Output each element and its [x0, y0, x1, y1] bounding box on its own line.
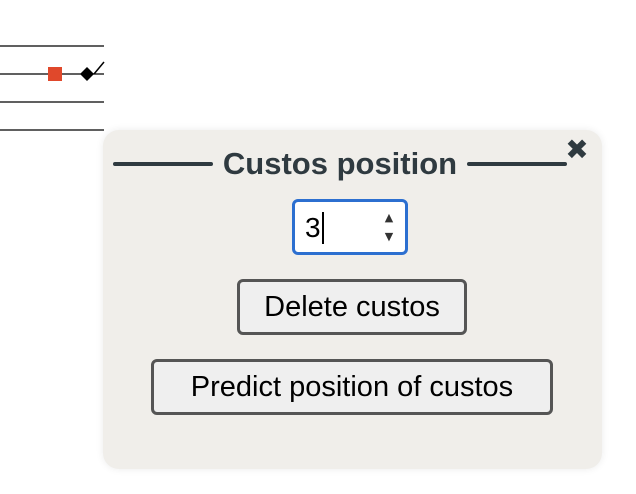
delete-custos-button[interactable]: Delete custos — [237, 279, 467, 335]
custos-panel: Custos position ✖ 3 ▲ ▼ Delete custos Pr… — [103, 130, 602, 469]
panel-title-row: Custos position — [113, 144, 567, 184]
custos-stem — [93, 61, 105, 75]
close-icon[interactable]: ✖ — [565, 133, 589, 166]
custos-position-value[interactable]: 3 — [305, 212, 324, 244]
panel-title: Custos position — [222, 146, 458, 181]
stepper-up-icon[interactable]: ▲ — [384, 211, 394, 224]
predict-custos-button[interactable]: Predict position of custos — [151, 359, 553, 415]
custos-diamond[interactable] — [80, 67, 94, 81]
custos-position-input[interactable]: 3 ▲ ▼ — [292, 199, 408, 255]
staff-fragment — [0, 45, 105, 131]
title-divider-right — [467, 162, 567, 166]
number-stepper[interactable]: ▲ ▼ — [379, 208, 399, 246]
title-divider-left — [113, 162, 213, 166]
stepper-down-icon[interactable]: ▼ — [384, 230, 394, 243]
custos-marker[interactable] — [48, 67, 62, 81]
